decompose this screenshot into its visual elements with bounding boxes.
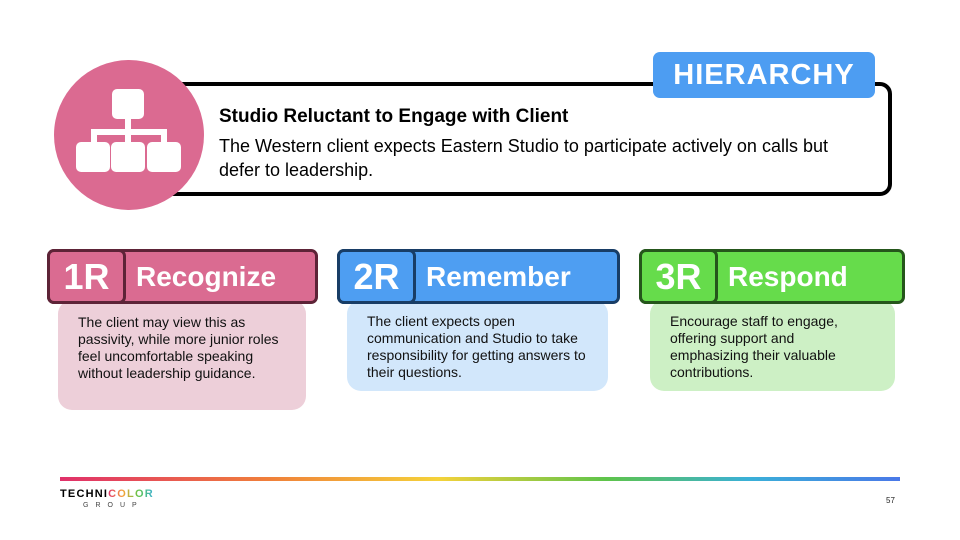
respond-badge: 3R <box>639 249 718 304</box>
rainbow-divider <box>60 477 900 481</box>
recognize-header: 1R Recognize <box>47 249 318 304</box>
remember-header: 2R Remember <box>337 249 620 304</box>
remember-text: The client expects open communication an… <box>367 313 586 380</box>
respond-label: Respond <box>728 261 848 292</box>
org-chart-icon <box>54 60 204 210</box>
recognize-body: The client may view this as passivity, w… <box>58 300 306 410</box>
recognize-badge: 1R <box>47 249 126 304</box>
remember-label: Remember <box>426 261 571 292</box>
technicolor-logo: TECHNICOLOR <box>60 488 154 500</box>
logo-text-pre: TECHNI <box>60 488 109 500</box>
respond-text: Encourage staff to engage, offering supp… <box>670 313 838 380</box>
logo-text-post: COLOR <box>108 488 154 500</box>
logo-subtitle: GROUP <box>83 502 144 509</box>
respond-body: Encourage staff to engage, offering supp… <box>650 300 895 391</box>
remember-badge: 2R <box>337 249 416 304</box>
header-title: Studio Reluctant to Engage with Client <box>219 106 569 127</box>
remember-body: The client expects open communication an… <box>347 300 608 391</box>
header-description: The Western client expects Eastern Studi… <box>219 136 828 180</box>
hierarchy-tag: HIERARCHY <box>653 52 875 98</box>
header-card <box>130 82 892 196</box>
respond-header: 3R Respond <box>639 249 905 304</box>
page-number: 57 <box>886 496 895 505</box>
recognize-text: The client may view this as passivity, w… <box>78 314 279 381</box>
recognize-label: Recognize <box>136 261 277 292</box>
